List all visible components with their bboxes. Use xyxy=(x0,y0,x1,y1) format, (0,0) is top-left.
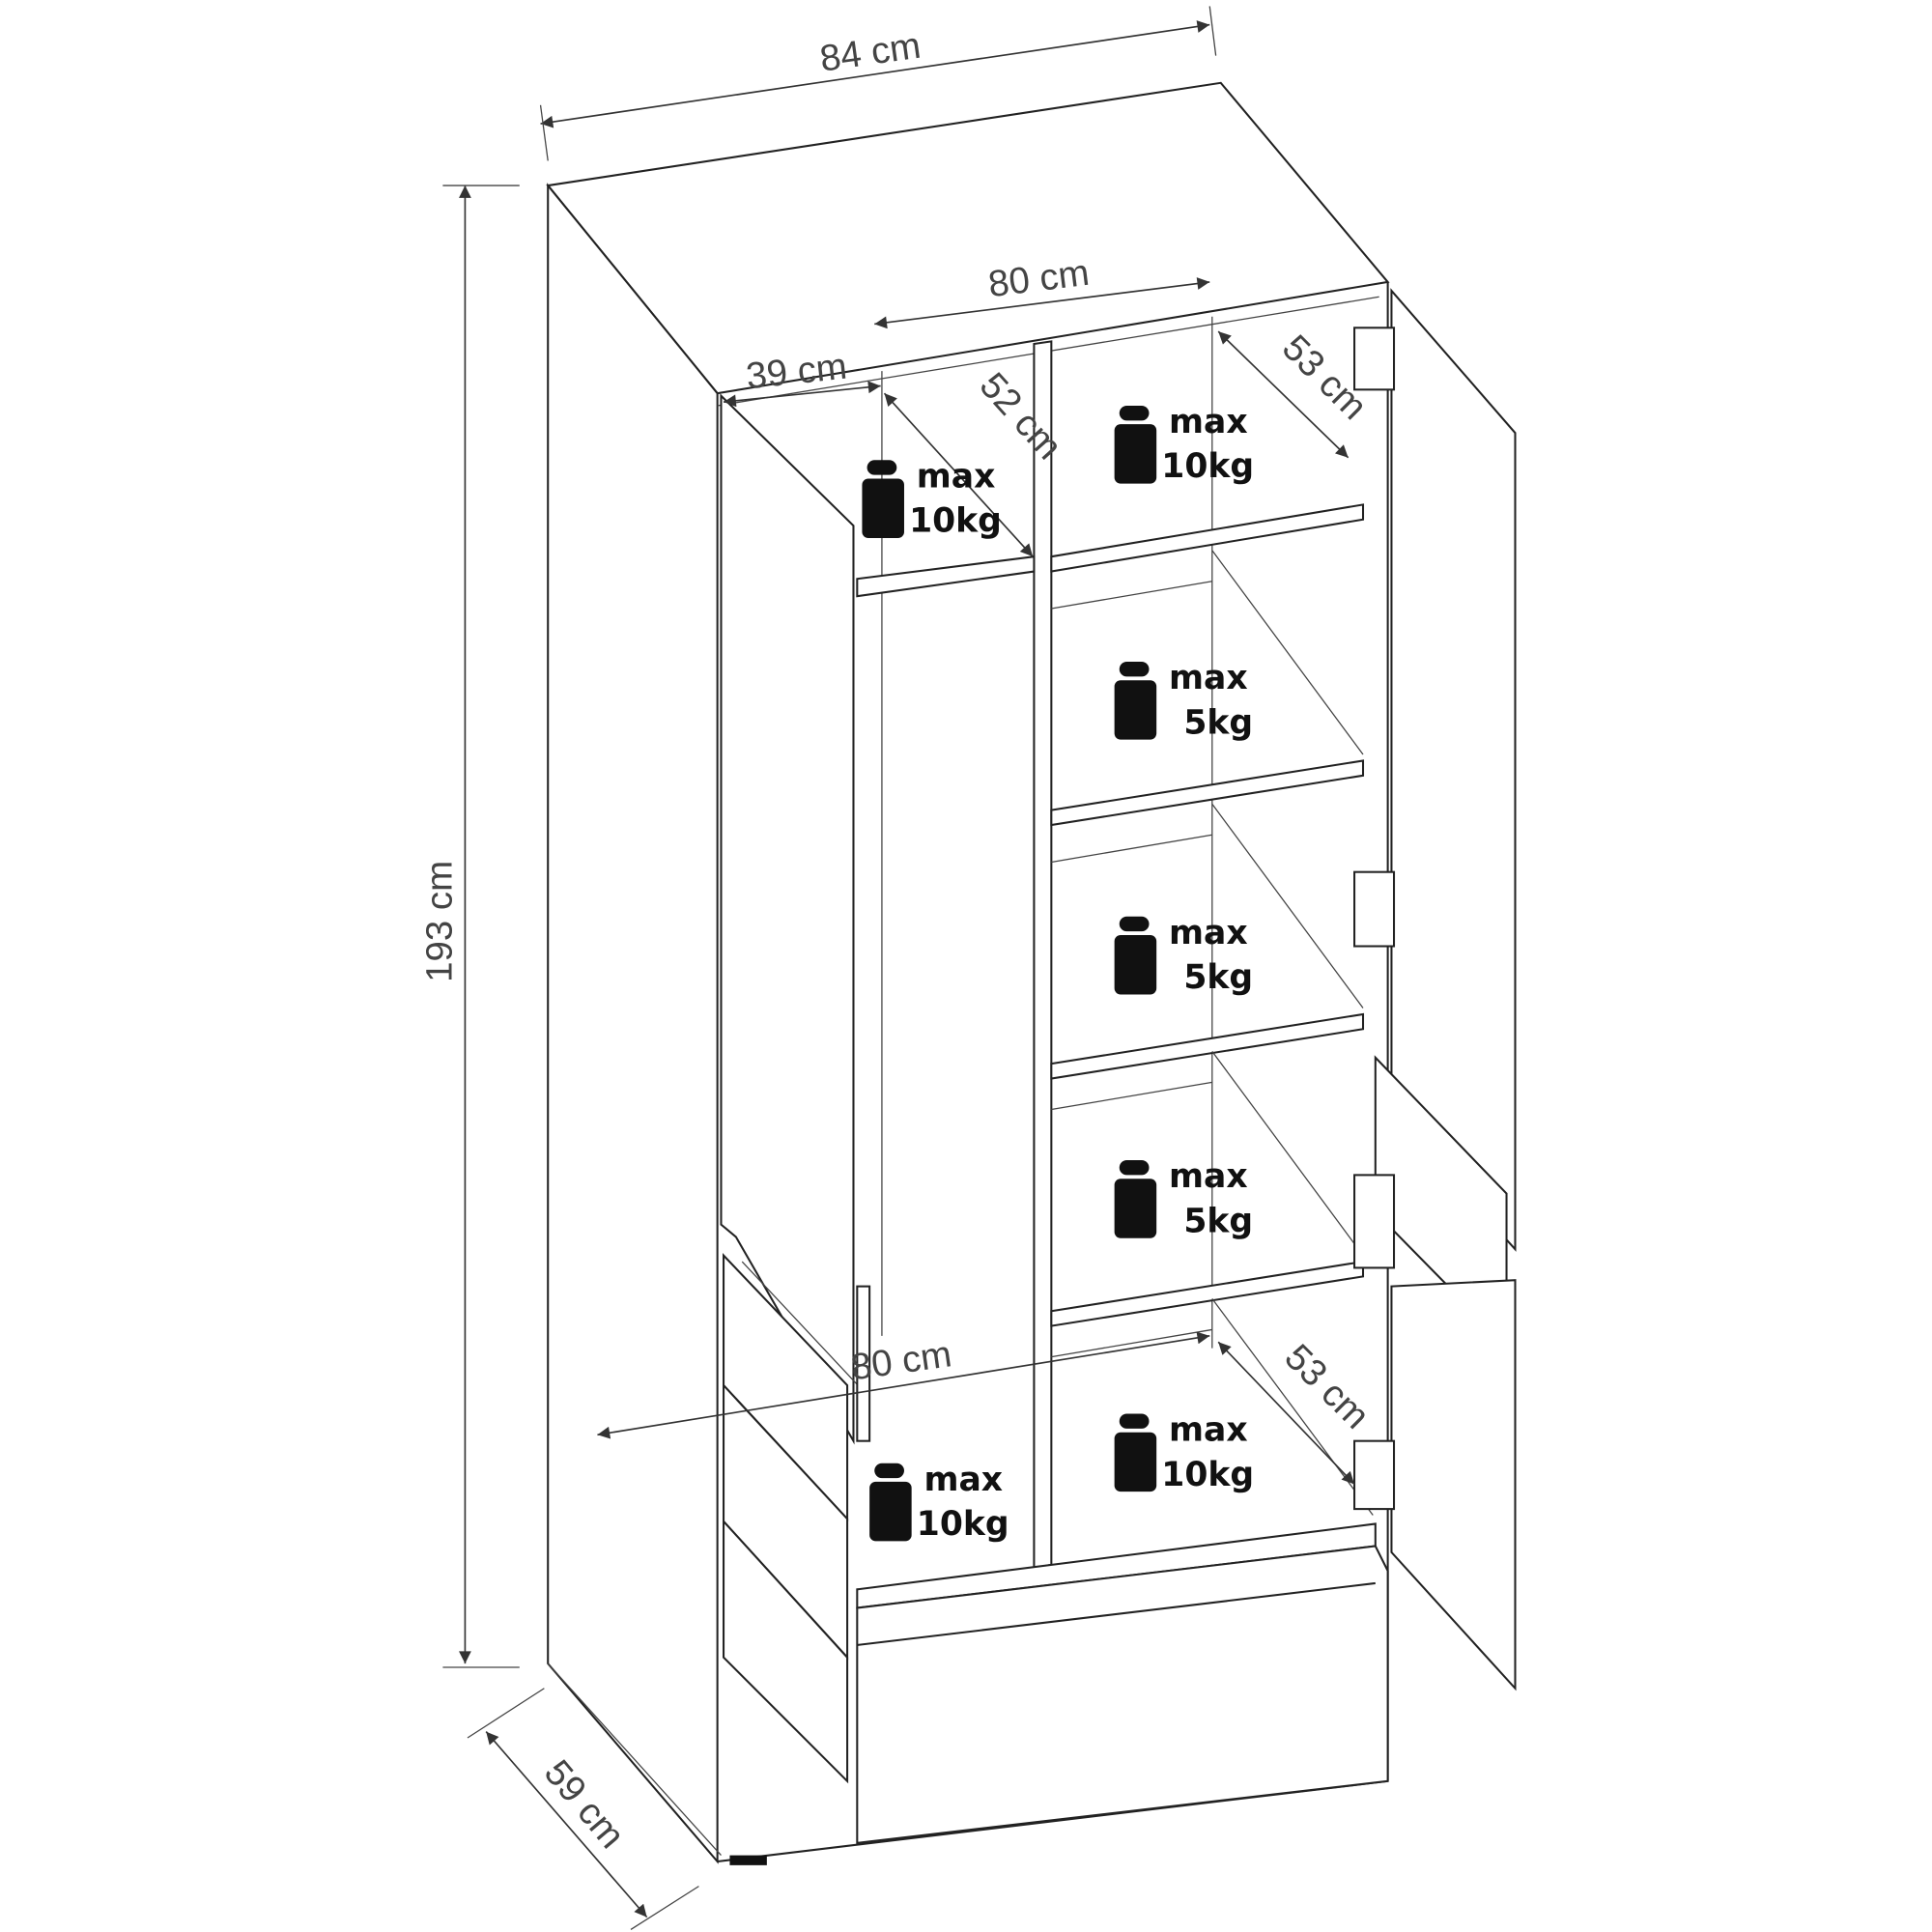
load-weight: 10kg xyxy=(1161,1456,1254,1494)
weight-icon xyxy=(869,1463,912,1542)
load-label: max 10kg xyxy=(869,1461,1009,1544)
load-weight: 10kg xyxy=(1161,447,1254,486)
load-max: max xyxy=(1169,1411,1248,1450)
weight-icon xyxy=(1114,405,1157,484)
load-weight: 10kg xyxy=(909,502,1002,541)
left-shelf-depth-label: 52 cm xyxy=(972,365,1070,469)
right-door-lower xyxy=(1390,1279,1517,1691)
foot xyxy=(729,1855,767,1865)
weight-icon xyxy=(862,460,904,538)
load-label: max 5kg xyxy=(1114,914,1253,997)
weight-icon xyxy=(1114,916,1157,995)
load-label: max 5kg xyxy=(1114,659,1253,742)
load-weight: 10kg xyxy=(917,1505,1009,1544)
load-weight: 5kg xyxy=(1183,1202,1253,1240)
center-divider xyxy=(1033,340,1053,1570)
width-label: 84 cm xyxy=(817,25,923,80)
depth-label: 59 cm xyxy=(536,1752,633,1857)
load-weight: 5kg xyxy=(1183,703,1253,742)
load-max: max xyxy=(917,457,996,496)
load-label: max 10kg xyxy=(1114,1411,1254,1494)
load-max: max xyxy=(1169,1157,1248,1196)
weight-icon xyxy=(1114,1160,1157,1238)
load-max: max xyxy=(1169,914,1248,952)
right-shelves xyxy=(1050,503,1374,1516)
dimension-lines xyxy=(442,6,1355,1930)
left-shelf xyxy=(856,555,1036,598)
load-weight: 5kg xyxy=(1183,958,1253,997)
right-door-upper xyxy=(1390,288,1517,1252)
load-max: max xyxy=(923,1461,1003,1499)
load-label: max 10kg xyxy=(1114,403,1254,486)
weight-icon xyxy=(1114,1413,1157,1492)
right-shelf-depth-bottom-label: 53 cm xyxy=(1277,1336,1378,1436)
load-label: max 10kg xyxy=(862,457,1002,541)
load-label: max 5kg xyxy=(1114,1157,1253,1240)
weight-icon xyxy=(1114,662,1157,740)
bottom-drawer xyxy=(856,1545,1389,1844)
load-max: max xyxy=(1169,403,1248,441)
hinge-icons xyxy=(1353,327,1396,1511)
left-side-panel xyxy=(547,183,719,1864)
height-label: 193 cm xyxy=(418,861,460,982)
load-max: max xyxy=(1169,659,1248,697)
wardrobe-body xyxy=(546,81,1390,1865)
